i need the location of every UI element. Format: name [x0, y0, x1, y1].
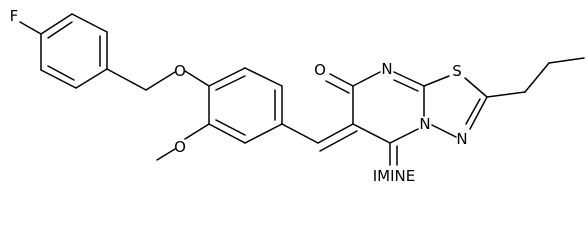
- structure-svg: F O O O N S N N IMINE: [10, 7, 585, 185]
- bond-ring2-db3: [215, 119, 246, 136]
- bond-propyl1-2: [524, 62, 550, 93]
- atom-thiadiazole-nitrogen: N: [456, 130, 467, 148]
- atom-fluorine: F: [10, 7, 19, 25]
- bond-c2-n3: [469, 96, 488, 130]
- bond-ring2-d: [244, 123, 283, 144]
- bond-n8-c8a-db: [393, 79, 419, 92]
- bond-n3-n4: [431, 124, 457, 138]
- bond-c2-n3-db: [465, 98, 481, 125]
- bond-ring2-a: [208, 67, 246, 87]
- bond-ring2-db1: [215, 75, 246, 91]
- bond-ch2-o: [145, 71, 176, 91]
- bond-ring1-db1: [47, 21, 73, 39]
- bond-ring1-e: [40, 69, 77, 89]
- bond-ch-c6: [317, 123, 354, 144]
- atom-bridgehead-nitrogen: N: [419, 115, 430, 133]
- bond-f-c1: [19, 21, 42, 35]
- bond-n4-c5: [389, 128, 419, 144]
- bond-ring2-e: [208, 123, 246, 144]
- bond-ring1-ch2: [106, 68, 147, 91]
- bond-ch-c6-db: [319, 130, 358, 152]
- bond-ring1-db3: [47, 65, 75, 81]
- bond-ome-ch3: [156, 148, 176, 161]
- bond-c7-n8: [352, 71, 381, 87]
- bond-ring2-b: [244, 67, 283, 87]
- atom-imine-nh: IMINE: [373, 167, 416, 185]
- bond-propyl2-3: [548, 57, 585, 64]
- atom-sulfur: S: [452, 62, 462, 80]
- bond-c2-propyl1: [486, 91, 526, 98]
- atom-labels: F O O O N S N N IMINE: [10, 7, 468, 185]
- bonds: [19, 13, 585, 166]
- bond-ring1-d: [75, 68, 108, 89]
- bond-ring1-a: [40, 13, 73, 35]
- bond-ring2-ome: [184, 123, 210, 140]
- bond-o-ring2: [184, 70, 210, 87]
- atom-ring-nitrogen-top: N: [381, 60, 392, 78]
- bond-c8a-s: [423, 75, 450, 87]
- bond-s-c2: [464, 77, 488, 98]
- bond-c5-c6: [352, 123, 391, 144]
- bond-c7-o: [329, 73, 354, 87]
- bond-ring2-ch: [281, 123, 319, 144]
- bond-c7-o-db: [325, 80, 350, 94]
- molecule-diagram: F O O O N S N N IMINE: [10, 7, 585, 185]
- atom-methoxy-oxygen: O: [174, 138, 186, 156]
- bond-ring1-b: [71, 13, 108, 33]
- atom-ether-oxygen: O: [174, 62, 186, 80]
- atom-carbonyl-oxygen: O: [314, 61, 326, 79]
- bond-n8-c8a: [393, 71, 425, 87]
